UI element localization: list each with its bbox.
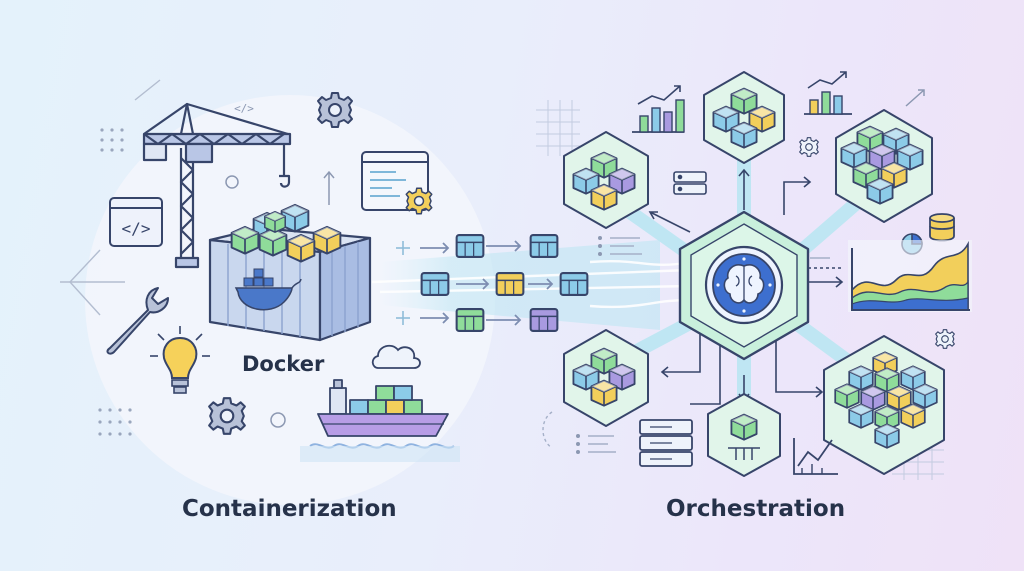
code-tag-decor: </> [234, 102, 254, 115]
flow-cube [420, 272, 450, 296]
text-lines-decor [588, 237, 830, 453]
dot-decor [576, 236, 602, 454]
cluster-node-right-top [835, 109, 933, 223]
cluster-node-right-bottom [823, 335, 945, 475]
flow-cube [529, 308, 559, 332]
flow-cube [529, 234, 559, 258]
whale-icon [234, 268, 302, 311]
brain-chip-icon [716, 257, 772, 313]
ring-decor [225, 175, 239, 189]
server-icon [673, 171, 707, 195]
docker-label: Docker [242, 352, 325, 376]
cargo-ship-icon [317, 379, 449, 437]
bar-chart-icon [632, 85, 685, 133]
cluster-node-bottom [707, 393, 781, 477]
flow-cube [455, 308, 485, 332]
cluster-node-top [703, 71, 785, 164]
dashed-arc-decor [542, 411, 553, 449]
flow-cube [495, 272, 525, 296]
arrow-lines-decor [60, 79, 161, 316]
flow-cube [455, 234, 485, 258]
area-chart-icon [848, 240, 972, 312]
cloud-icon [371, 344, 421, 369]
lightbulb-icon [150, 326, 210, 394]
wrench-icon [106, 287, 169, 355]
crane-icon [142, 102, 292, 269]
code-window-icon: </> [109, 197, 163, 247]
server-icon [639, 419, 693, 467]
arrow-decor [905, 89, 925, 107]
up-arrow-decor [323, 170, 335, 205]
dot-grid-decor [98, 128, 132, 436]
code-editor-window-icon [361, 151, 433, 215]
orchestration-hub [678, 210, 810, 361]
bar-chart-icon [804, 71, 852, 115]
database-icon [929, 213, 955, 242]
flow-cube [559, 272, 589, 296]
gear-icon [799, 137, 819, 157]
gear-icon [317, 92, 353, 128]
gear-icon [935, 329, 955, 349]
cluster-node-left-top [563, 131, 649, 229]
orchestration-label: Orchestration [666, 496, 846, 522]
containerization-scene: </> </> [60, 79, 495, 505]
orchestration-scene [536, 71, 972, 480]
svg-text:</>: </> [122, 219, 151, 238]
line-chart-icon [793, 438, 838, 475]
water-decor [300, 446, 460, 462]
container-flow [371, 234, 693, 332]
ring-decor [270, 412, 286, 428]
gear-icon [208, 397, 246, 435]
containerization-label: Containerization [182, 496, 397, 522]
connector-arrows [648, 168, 844, 405]
cluster-node-left-bottom [563, 329, 649, 427]
